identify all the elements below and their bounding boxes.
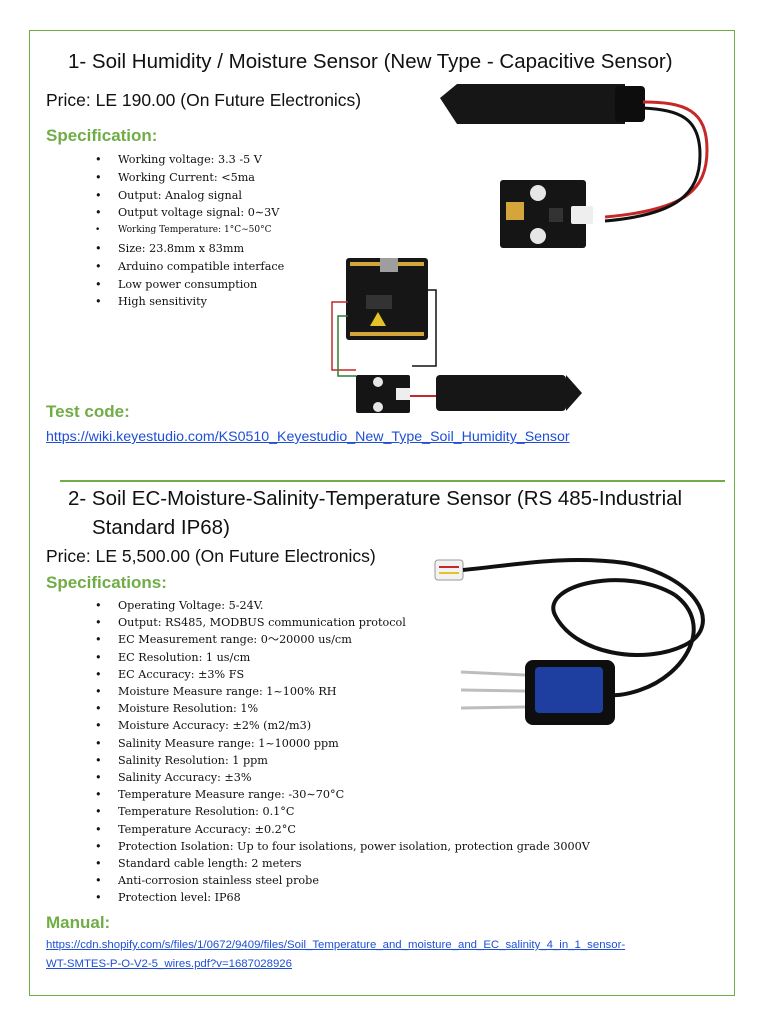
spec-item: Working voltage: 3.3 -5 V — [95, 151, 284, 169]
section1-spec-list: Working voltage: 3.3 -5 V Working Curren… — [95, 151, 284, 311]
section1-spec-heading: Specification: — [46, 126, 158, 145]
spec-item: Protection level: IP68 — [95, 889, 590, 906]
spec-item: Arduino compatible interface — [95, 258, 284, 276]
section2-price: Price: LE 5,500.00 (On Future Electronic… — [46, 546, 376, 566]
spec-item: Protection Isolation: Up to four isolati… — [95, 838, 590, 855]
spec-item: Salinity Accuracy: ±3% — [95, 769, 590, 786]
spec-item: Output: Analog signal — [95, 187, 284, 205]
spec-item: EC Resolution: 1 us/cm — [95, 649, 590, 666]
section1-title: 1- Soil Humidity / Moisture Sensor (New … — [68, 50, 673, 73]
ec-sensor-image — [434, 558, 705, 725]
spec-item: Output voltage signal: 0∼3V — [95, 204, 284, 222]
spec-item: Size: 23.8mm x 83mm — [95, 240, 284, 258]
section2-title-line1: 2- Soil EC-Moisture-Salinity-Temperature… — [68, 487, 683, 510]
spec-item: Working Temperature: 1°C∼50°C — [95, 222, 284, 240]
section2-manual-heading: Manual: — [46, 913, 111, 932]
spec-item: Salinity Resolution: 1 ppm — [95, 752, 590, 769]
page-frame — [29, 30, 735, 996]
spec-item: High sensitivity — [95, 293, 284, 311]
spec-item: Moisture Accuracy: ±2% (m2/m3) — [95, 717, 590, 734]
capacitive-sensor-image — [440, 84, 709, 248]
spec-item: Temperature Resolution: 0.1°C — [95, 803, 590, 820]
spec-item: Operating Voltage: 5-24V. — [95, 597, 590, 614]
spec-item: EC Accuracy: ±3% FS — [95, 666, 590, 683]
spec-item: Temperature Measure range: -30∼70°C — [95, 786, 590, 803]
spec-item: Temperature Accuracy: ±0.2°C — [95, 821, 590, 838]
spec-item: Working Current: <5ma — [95, 169, 284, 187]
spec-item: Output: RS485, MODBUS communication prot… — [95, 614, 590, 631]
spec-item: Moisture Resolution: 1% — [95, 700, 590, 717]
manual-link-line1[interactable]: https://cdn.shopify.com/s/files/1/0672/9… — [46, 939, 626, 951]
spec-item: Anti-corrosion stainless steel probe — [95, 872, 590, 889]
spec-item: Standard cable length: 2 meters — [95, 855, 590, 872]
section2-spec-list: Operating Voltage: 5-24V. Output: RS485,… — [95, 597, 590, 907]
manual-link-line2[interactable]: WT-SMTES-P-O-V2-5_wires.pdf?v=1687028926 — [46, 958, 292, 970]
section1-code-heading: Test code: — [46, 402, 130, 421]
section2-title-line2: Standard IP68) — [92, 516, 230, 539]
spec-item: Moisture Measure range: 1~100% RH — [95, 683, 590, 700]
test-code-link[interactable]: https://wiki.keyestudio.com/KS0510_Keyes… — [46, 429, 570, 445]
section2-spec-heading: Specifications: — [46, 573, 167, 592]
section-divider — [60, 480, 725, 482]
wiring-diagram-image — [331, 258, 582, 413]
spec-item: Salinity Measure range: 1~10000 ppm — [95, 735, 590, 752]
section1-price: Price: LE 190.00 (On Future Electronics) — [46, 90, 362, 110]
spec-item: EC Measurement range: 0～20000 us/cm — [95, 631, 590, 648]
spec-item: Low power consumption — [95, 276, 284, 294]
